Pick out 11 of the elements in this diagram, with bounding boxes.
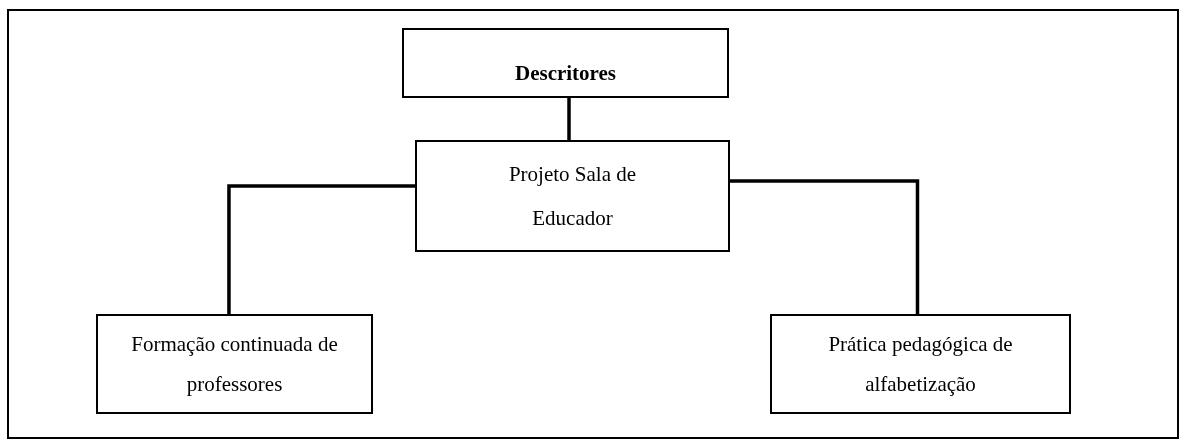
- box-label: Formação continuada de professores: [130, 331, 339, 398]
- box-label: Descritores: [514, 61, 617, 85]
- connector-line: [227, 184, 415, 314]
- box-label: Projeto Sala de Educador: [507, 161, 638, 232]
- connector-line: [730, 179, 920, 314]
- connector-line: [567, 98, 571, 140]
- text-box: [770, 314, 1071, 414]
- text-box: [402, 28, 729, 98]
- text-box: [415, 140, 730, 252]
- box-label: Prática pedagógica de alfabetização: [827, 331, 1014, 398]
- text-box: [96, 314, 373, 414]
